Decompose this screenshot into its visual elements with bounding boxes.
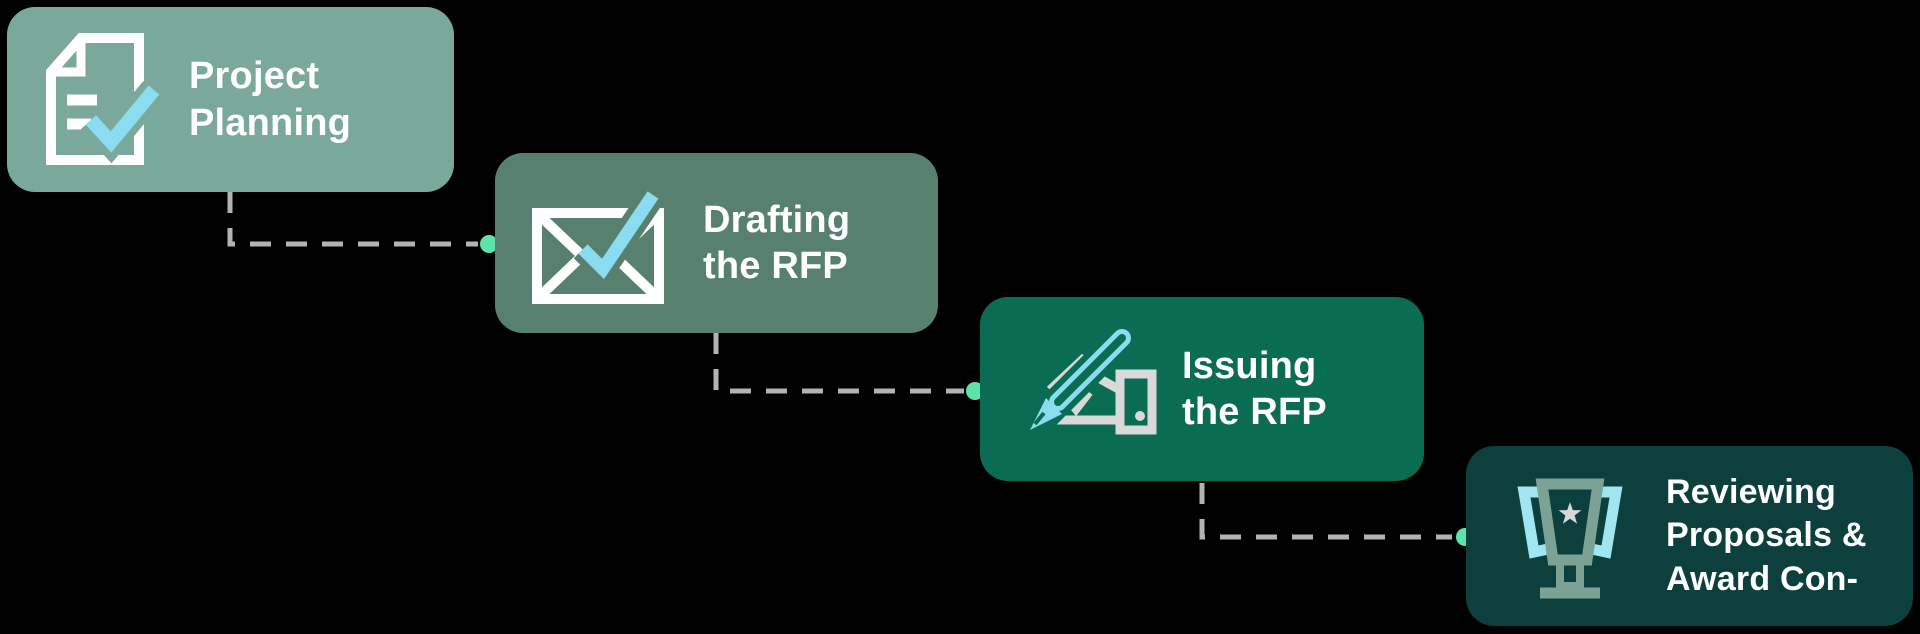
step-title-line: Award Con- xyxy=(1666,559,1859,598)
step-card-issuing-rfp: Issuing the RFP xyxy=(980,297,1424,481)
step-title-line: Planning xyxy=(189,101,352,144)
step-title: Reviewing Proposals & Award Con- xyxy=(1666,471,1867,602)
step-title-line: Drafting xyxy=(703,198,851,241)
pen-signing-icon xyxy=(1004,320,1158,458)
document-check-icon xyxy=(33,32,161,168)
step-title: Issuing the RFP xyxy=(1182,343,1327,436)
step-card-project-planning: Project Planning xyxy=(7,7,454,192)
connector-3 xyxy=(1199,483,1452,540)
trophy-icon xyxy=(1500,472,1640,600)
step-title: Project Planning xyxy=(189,53,351,146)
step-title-line: Issuing xyxy=(1182,344,1317,387)
connector-2 xyxy=(713,333,964,394)
step-title-line: Reviewing xyxy=(1666,472,1836,511)
step-title-line: the RFP xyxy=(1182,391,1327,433)
step-card-drafting-rfp: Drafting the RFP xyxy=(495,153,938,333)
step-title-line: the RFP xyxy=(703,245,848,287)
step-title: Drafting the RFP xyxy=(703,197,850,290)
step-title-line: Project xyxy=(189,55,320,98)
connector-1 xyxy=(227,192,478,247)
step-title-line: Proposals & xyxy=(1666,516,1867,555)
envelope-check-icon xyxy=(525,181,677,305)
step-card-reviewing-proposals: Reviewing Proposals & Award Con- xyxy=(1466,446,1913,626)
